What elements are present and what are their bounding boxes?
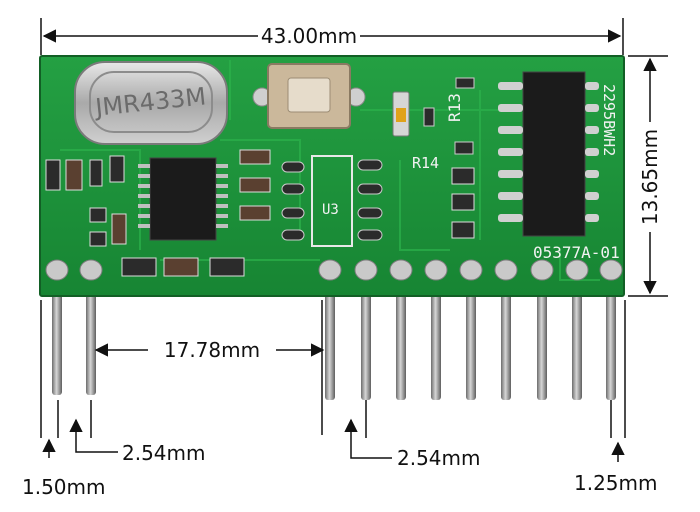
pin: [466, 265, 476, 400]
solder-pads: [45, 259, 623, 281]
dimension-labels: 43.00mm 13.65mm 17.78mm 2.54mm 2.54mm 1.…: [22, 24, 662, 499]
smd-component: [121, 257, 157, 277]
pcb-board: JMR433M R13 R14 U3 2295BWH2 05377A-01: [39, 55, 625, 297]
main-ic-chip: [138, 157, 228, 241]
left-pin-width-label: 1.50mm: [22, 475, 106, 499]
label-u3: U3: [322, 202, 339, 218]
pin: [572, 265, 582, 400]
right-pin-width-label: 1.25mm: [574, 471, 658, 495]
pin-spacing-label: 17.78mm: [164, 338, 260, 362]
right-pitch-label: 2.54mm: [397, 446, 481, 470]
pin: [606, 265, 616, 400]
label-r14: R14: [412, 154, 439, 172]
right-smd-cluster: [451, 167, 475, 239]
crystal-oscillator: JMR433M: [74, 61, 228, 145]
label-r13: R13: [445, 93, 464, 122]
left-pins: [52, 265, 96, 395]
pin: [431, 265, 441, 400]
label-board-code: 05377A-01: [533, 243, 620, 262]
label-vertical-code: 2295BWH2: [600, 84, 618, 156]
left-pitch-label: 2.54mm: [122, 441, 206, 465]
pin: [361, 265, 371, 400]
decoder-ic-chip: [498, 71, 599, 237]
mid-smd-cluster: [239, 149, 383, 247]
smd-component: [163, 257, 199, 277]
pin: [86, 265, 96, 395]
pin: [501, 265, 511, 400]
led-icon: [392, 91, 410, 137]
pin: [396, 265, 406, 400]
right-pins: [325, 265, 616, 400]
smd-resistor: [454, 141, 474, 155]
left-smd-cluster: [45, 155, 127, 247]
smd-resistor: [455, 77, 475, 89]
height-dimension-label: 13.65mm: [638, 129, 662, 225]
pin: [537, 265, 547, 400]
smd-resistor: [423, 107, 435, 127]
smd-component: [209, 257, 245, 277]
pin: [325, 265, 335, 400]
width-dimension-label: 43.00mm: [261, 24, 357, 48]
dimension-annotations: [40, 18, 668, 462]
push-button: [252, 63, 366, 129]
pin: [52, 265, 62, 395]
pin-header: [52, 265, 616, 400]
